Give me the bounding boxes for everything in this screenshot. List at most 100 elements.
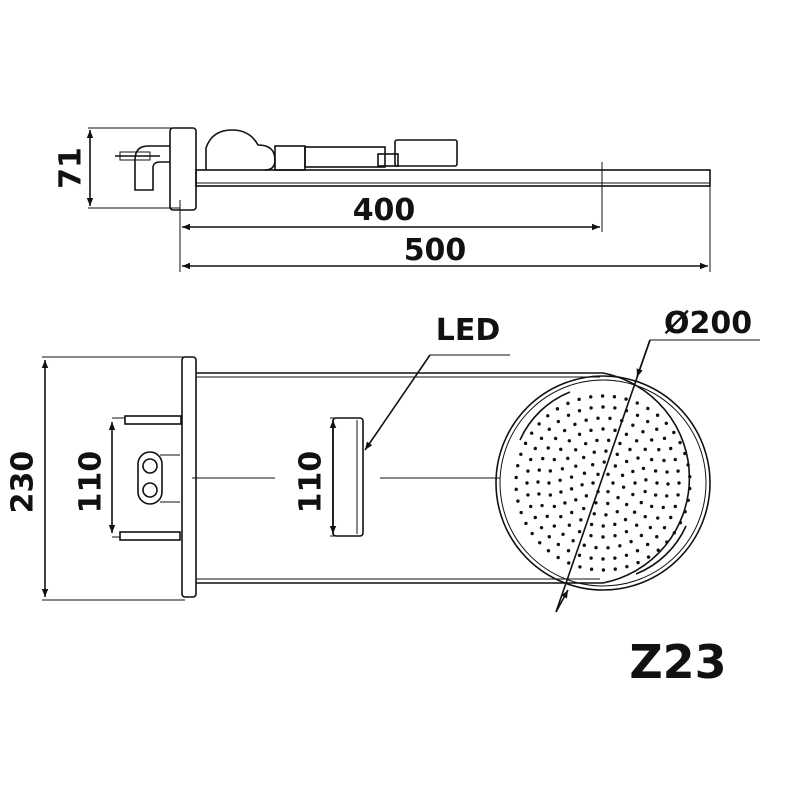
nozzle-dot <box>625 564 629 569</box>
nozzle-dot <box>541 456 545 461</box>
nozzle-dot <box>606 546 610 550</box>
nozzle-dot <box>545 514 549 519</box>
nozzle-dot <box>526 469 530 473</box>
nozzle-dot <box>519 510 523 515</box>
nozzle-dot <box>645 419 650 424</box>
nozzle-dot <box>540 503 544 508</box>
nozzle-dot <box>556 555 560 560</box>
nozzle-dot <box>569 487 574 491</box>
nozzle-dot <box>624 502 629 507</box>
nozzle-dot <box>606 489 610 494</box>
nozzle-dot <box>571 539 575 543</box>
nozzle-dot <box>514 487 518 492</box>
nozzle-dot <box>631 469 635 474</box>
nozzle-dot <box>657 447 661 452</box>
nozzle-dot <box>634 523 639 527</box>
nozzle-dot <box>552 457 557 462</box>
nozzle-dot <box>656 516 660 520</box>
nozzle-dot <box>655 427 659 431</box>
nozzle-dot <box>574 448 578 452</box>
nozzle-dot <box>611 481 615 485</box>
nozzle-dot <box>574 464 578 468</box>
nozzle-dot <box>566 549 571 553</box>
nozzle-dot <box>552 504 557 509</box>
mount-screw-top <box>124 415 182 425</box>
nozzle-dot <box>589 522 594 527</box>
nozzle-dot <box>601 405 605 409</box>
nozzle-dot <box>558 478 562 482</box>
nozzle-dot <box>580 483 584 487</box>
nozzle-dot <box>613 406 617 410</box>
nozzle-dot <box>673 457 677 462</box>
led-label: LED <box>436 313 501 348</box>
nozzle-dot <box>639 533 644 538</box>
nozzle-dot <box>683 510 687 514</box>
nozzle-dot <box>577 432 582 437</box>
nozzle-dot <box>590 463 595 467</box>
nozzle-dot <box>601 568 606 572</box>
nozzle-grid <box>514 394 692 572</box>
nozzle-dot <box>618 441 622 446</box>
nozzle-dot <box>677 481 681 485</box>
nozzle-dot <box>526 493 530 497</box>
nozzle-dot <box>645 542 650 547</box>
nozzle-dot <box>688 486 692 491</box>
nozzle-dot <box>624 432 629 437</box>
nozzle-dot <box>559 447 563 452</box>
mount-screw-bottom <box>119 531 181 541</box>
nozzle-dot <box>601 427 605 431</box>
nozzle-dot <box>537 422 541 426</box>
wall-flange <box>181 356 197 598</box>
nozzle-dot <box>556 542 561 547</box>
nozzle-dot <box>665 540 669 544</box>
nozzle-dot <box>624 397 628 401</box>
nozzle-dot <box>608 416 612 421</box>
nozzle-dot <box>589 567 594 571</box>
diameter-leader <box>555 339 651 613</box>
nozzle-dot <box>601 535 605 539</box>
nozzle-dot <box>553 436 558 441</box>
nozzle-dot <box>524 521 528 526</box>
nozzle-dot <box>639 500 643 505</box>
nozzle-dot <box>573 422 577 427</box>
nozzle-dot <box>577 409 582 413</box>
nozzle-dot <box>613 428 617 433</box>
nozzle-dot <box>606 501 610 506</box>
nozzle-dot <box>546 446 550 450</box>
nozzle-dot <box>665 470 669 474</box>
nozzle-dot <box>672 430 676 435</box>
nozzle-dot <box>570 510 574 515</box>
nozzle-dot <box>556 419 561 424</box>
nozzle-dot <box>655 413 660 417</box>
nozzle-dot <box>649 457 654 462</box>
nozzle-dot <box>618 544 622 548</box>
shower-arm <box>195 169 711 187</box>
side-view: 71 400 500 <box>54 127 711 272</box>
diameter-label: Ø200 <box>664 306 752 341</box>
nozzle-dot <box>613 464 618 468</box>
nozzle-dot <box>666 482 670 486</box>
nozzle-dot <box>547 535 551 539</box>
nozzle-dot <box>649 438 654 442</box>
led-module <box>394 139 458 167</box>
nozzle-dot <box>613 567 617 571</box>
nozzle-dot <box>596 416 600 420</box>
nozzle-dot <box>664 421 668 426</box>
nozzle-dot <box>669 446 673 451</box>
nozzle-dot <box>533 515 537 520</box>
nozzle-dot <box>656 548 660 552</box>
nozzle-dot <box>536 480 540 484</box>
nozzle-dot <box>589 533 593 538</box>
nozzle-dot <box>584 494 589 498</box>
nozzle-dot <box>519 452 523 456</box>
nozzle-dot <box>624 529 629 534</box>
nozzle-dot <box>523 441 528 446</box>
nozzle-dot <box>646 555 651 559</box>
nozzle-dot <box>566 413 571 417</box>
nozzle-dot <box>673 504 677 509</box>
nozzle-dot <box>567 439 572 443</box>
nozzle-dot <box>616 495 620 500</box>
nozzle-dot <box>589 406 593 410</box>
wall-bracket <box>134 145 170 191</box>
